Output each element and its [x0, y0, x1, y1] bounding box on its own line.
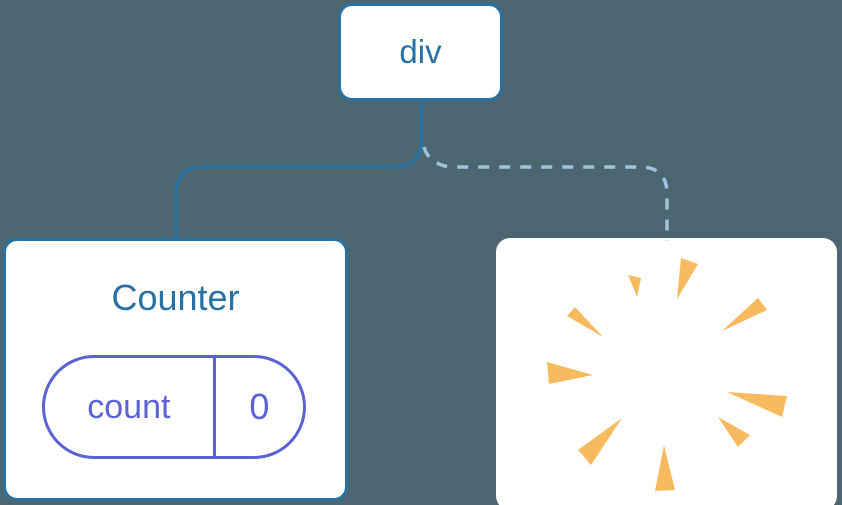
poof-ray — [677, 258, 698, 299]
poof-ray — [722, 298, 767, 331]
removed-card — [496, 238, 837, 505]
div-node-label: div — [399, 33, 442, 70]
poof-ray — [655, 445, 675, 491]
poof-ray — [727, 392, 787, 417]
poof-ray — [628, 275, 641, 297]
poof-ray — [718, 417, 750, 447]
state-key-label: count — [87, 387, 171, 426]
div-node: div — [338, 3, 503, 101]
state-pill: count 0 — [42, 355, 306, 459]
counter-card: Counter count 0 — [3, 238, 348, 501]
poof-ray — [567, 307, 603, 337]
dashed-edge — [422, 146, 669, 241]
counter-title: Counter — [111, 277, 240, 318]
solid-edge — [174, 99, 423, 241]
poof-ray — [547, 362, 593, 384]
state-value: 0 — [249, 386, 270, 427]
state-pill-divider — [212, 358, 216, 456]
poof-starburst-icon — [547, 258, 787, 491]
poof-ray — [578, 418, 622, 465]
